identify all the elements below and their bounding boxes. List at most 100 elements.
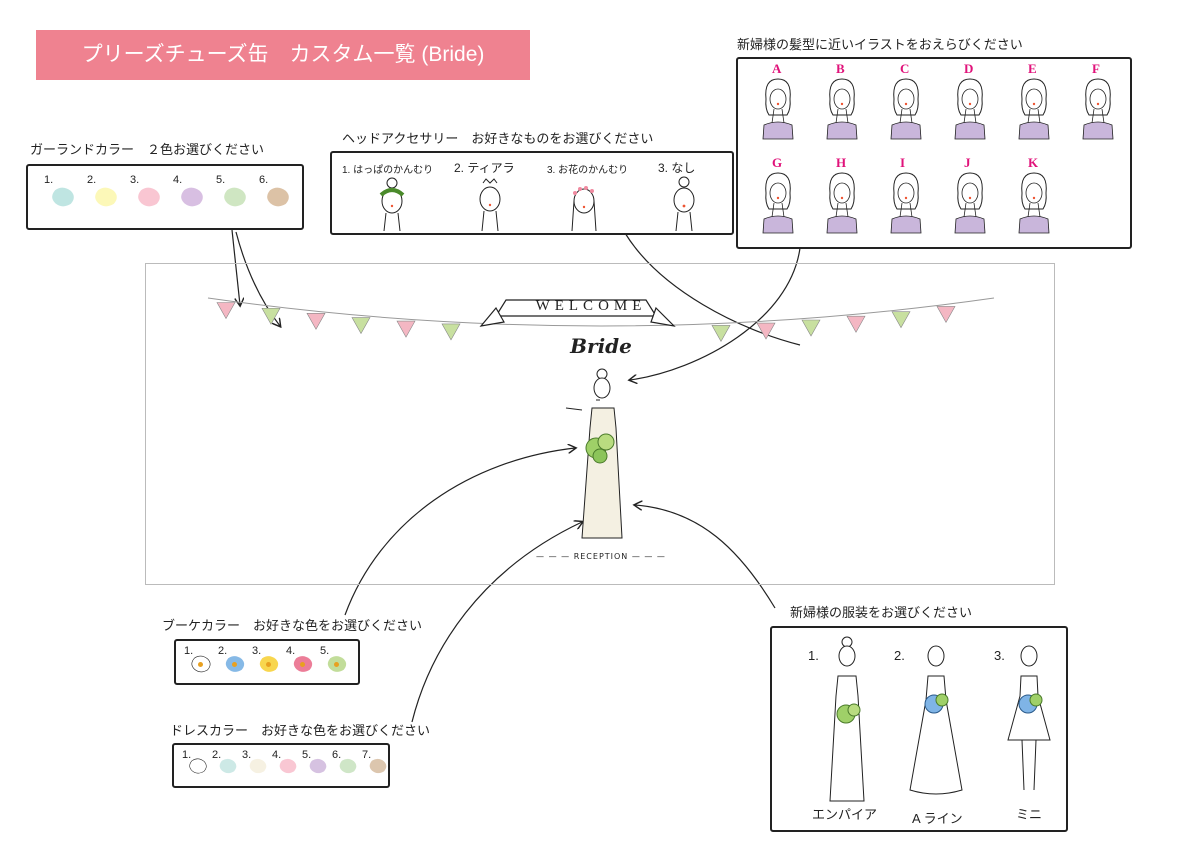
garland-label-5: 5. <box>216 174 226 186</box>
hairstyle-option-f[interactable] <box>1080 75 1116 143</box>
dress-type-box: 1. 2. 3. エンパイア A ライン ミニ <box>770 626 1068 832</box>
dress-type-option-3[interactable]: ミニ <box>1016 807 1043 822</box>
dress-color-swatch-5[interactable] <box>308 757 328 779</box>
hairstyle-letter-h: H <box>836 155 847 170</box>
head-accessory-heading: ヘッドアクセサリー お好きなものをお選びください <box>342 131 654 146</box>
garland-label-6: 6. <box>259 174 269 186</box>
head-accessory-box: 1. はっぱのかんむり 2. ティアラ 3. お花のかんむり 3. なし <box>330 151 734 235</box>
hairstyle-option-j[interactable] <box>952 169 988 237</box>
bunting-flag <box>351 317 371 335</box>
garland-label-3: 3. <box>130 174 140 186</box>
garland-heading: ガーランドカラー ２色お選びください <box>30 142 265 157</box>
hairstyle-letter-c: C <box>900 61 910 76</box>
dress-color-heading: ドレスカラー お好きな色をお選びください <box>170 723 431 738</box>
dress-type-option-2[interactable]: A ライン <box>912 811 963 826</box>
bouquet-label-5: 5. <box>320 645 330 657</box>
bouquet-center-dot <box>300 662 305 667</box>
dress-color-label-1: 1. <box>182 749 192 761</box>
bouquet-heading: ブーケカラー お好きな色をお選びください <box>162 618 423 633</box>
bouquet-arrow <box>344 448 575 616</box>
bunting-flag <box>756 322 776 340</box>
bouquet-swatch-4[interactable] <box>292 655 314 673</box>
reception-line-right: — — — <box>628 552 666 561</box>
hairstyle-option-i[interactable] <box>888 169 924 237</box>
bouquet-swatch-1[interactable] <box>190 655 212 673</box>
bunting-flag <box>711 325 731 343</box>
garland-swatch-4[interactable] <box>179 186 205 212</box>
bouquet-swatch-2[interactable] <box>224 655 246 673</box>
garland-swatch-6[interactable] <box>265 186 291 212</box>
garland-label-1: 1. <box>44 174 54 186</box>
dress-color-swatch-2[interactable] <box>218 757 238 779</box>
hairstyle-option-h[interactable] <box>824 169 860 237</box>
page-title: プリーズチューズ缶 カスタム一覧 (Bride) <box>36 30 530 80</box>
bunting-flag <box>441 323 461 341</box>
bouquet-swatch-5[interactable] <box>326 655 348 673</box>
hairstyle-letter-i: I <box>900 155 906 170</box>
bride-illustration <box>565 368 623 539</box>
bouquet-center-dot <box>232 662 237 667</box>
dress-type-num-1: 1. <box>808 648 819 663</box>
hairstyle-letter-e: E <box>1028 61 1037 76</box>
bouquet-center-dot <box>198 662 203 667</box>
dress-color-label-6: 6. <box>332 749 342 761</box>
bouquet-label-2: 2. <box>218 645 228 657</box>
bunting-flag <box>891 311 911 329</box>
bunting-flag <box>396 320 416 338</box>
a-line-dress-illustration[interactable] <box>906 640 966 800</box>
dress-type-option-1[interactable]: エンパイア <box>812 807 878 822</box>
dress-color-label-7: 7. <box>362 749 372 761</box>
hairstyle-option-a[interactable] <box>760 75 796 143</box>
bunting-flag <box>846 315 866 333</box>
bouquet-color-box: 1. 2. 3. 4. 5. <box>174 639 360 685</box>
garland-swatch-3[interactable] <box>136 186 162 212</box>
dress-color-swatch-1[interactable] <box>188 757 208 779</box>
dress-color-swatch-7[interactable] <box>368 757 388 779</box>
hairstyle-option-c[interactable] <box>888 75 924 143</box>
hairstyle-arrow <box>630 247 801 380</box>
garland-swatch-5[interactable] <box>222 186 248 212</box>
hairstyle-option-d[interactable] <box>952 75 988 143</box>
dress-color-swatch-3[interactable] <box>248 757 268 779</box>
hairstyle-option-e[interactable] <box>1016 75 1052 143</box>
dress-type-num-3: 3. <box>994 648 1005 663</box>
dress-color-swatch-6[interactable] <box>338 757 358 779</box>
garland-swatch-1[interactable] <box>50 186 76 212</box>
tiara-face <box>479 178 501 232</box>
dress-color-label-2: 2. <box>212 749 222 761</box>
garland-label-2: 2. <box>87 174 97 186</box>
empire-dress-illustration[interactable] <box>822 636 872 804</box>
bunting-flag <box>801 319 821 337</box>
bouquet-center-dot <box>334 662 339 667</box>
dress-color-label-4: 4. <box>272 749 282 761</box>
bouquet-center-dot <box>266 662 271 667</box>
bouquet-label-4: 4. <box>286 645 296 657</box>
bunting-flag <box>261 307 281 325</box>
bouquet-label-3: 3. <box>252 645 262 657</box>
hairstyle-letter-g: G <box>772 155 783 170</box>
reception-text: RECEPTION <box>573 552 629 561</box>
garland-swatch-2[interactable] <box>93 186 119 212</box>
head-accessory-option-2[interactable]: 2. ティアラ <box>454 161 515 175</box>
hairstyle-option-k[interactable] <box>1016 169 1052 237</box>
bride-name: Bride <box>570 334 632 358</box>
dress-type-heading: 新婦様の服装をお選びください <box>790 605 973 620</box>
mini-dress-illustration[interactable] <box>1004 640 1054 800</box>
leaf-crown-face <box>379 177 405 232</box>
dress-color-label-3: 3. <box>242 749 252 761</box>
dress-color-box: 1.2.3.4.5.6.7. <box>172 743 390 788</box>
bouquet-label-1: 1. <box>184 645 194 657</box>
head-accessory-option-4[interactable]: 3. なし <box>658 161 696 175</box>
no-accessory-face <box>673 176 695 232</box>
hairstyle-option-b[interactable] <box>824 75 860 143</box>
dress-color-swatch-4[interactable] <box>278 757 298 779</box>
flower-crown-face <box>571 186 597 232</box>
garland-arrow-1 <box>231 229 240 305</box>
hairstyle-letter-a: A <box>772 61 782 76</box>
head-accessory-option-1[interactable]: 1. はっぱのかんむり <box>342 165 434 176</box>
bouquet-swatch-3[interactable] <box>258 655 280 673</box>
hairstyle-option-g[interactable] <box>760 169 796 237</box>
head-accessory-option-3[interactable]: 3. お花のかんむり <box>547 165 629 176</box>
reception-line-left: — — — <box>536 552 574 561</box>
